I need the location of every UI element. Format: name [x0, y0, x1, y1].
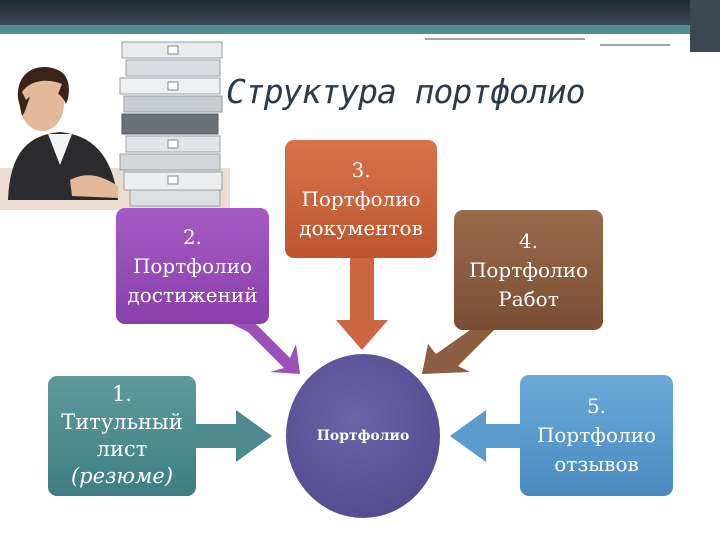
box-number: 4. — [518, 228, 539, 253]
decorative-line — [600, 44, 670, 46]
woman-figure — [8, 67, 118, 200]
box-number: 5. — [586, 394, 607, 418]
box-label: лист — [96, 437, 148, 461]
page-title: Структура портфолио — [226, 72, 585, 111]
box-label: Портфолио — [132, 253, 253, 278]
box-title-page: 1. Титульный лист (резюме) — [48, 376, 196, 496]
box-reviews: 5. Портфолио отзывов — [520, 375, 673, 496]
box-label: достижений — [127, 282, 258, 307]
box-achievements: 2. Портфолио достижений — [116, 208, 269, 324]
box-works: 4. Портфолио Работ — [454, 210, 603, 330]
box-documents: 3. Портфолио документов — [285, 140, 437, 258]
arrow-box3-to-center — [336, 258, 388, 350]
box-label: (резюме) — [70, 464, 174, 489]
box-label: Портфолио — [536, 423, 657, 447]
folder-stack-icon — [119, 41, 223, 207]
box-number: 1. — [111, 382, 133, 407]
arrow-box2-to-center — [232, 324, 300, 374]
center-portfolio-circle: Портфолио — [286, 354, 440, 518]
decorative-line — [425, 38, 585, 40]
header-accent-stripe — [0, 25, 700, 34]
box-label: документов — [299, 215, 423, 240]
box-number: 3. — [351, 157, 371, 182]
box-label: Портфолио — [301, 186, 421, 211]
box-label: отзывов — [554, 452, 639, 476]
tired-woman-with-folders-photo — [0, 41, 230, 210]
box-label: Портфолио — [468, 257, 589, 282]
arrow-box1-to-center — [196, 410, 272, 462]
box-number: 2. — [182, 224, 203, 249]
arrow-box4-to-center — [422, 330, 494, 374]
box-label: Титульный — [61, 409, 183, 434]
header-corner-block — [690, 0, 720, 52]
arrow-box5-to-center — [450, 410, 520, 462]
box-label: Работ — [498, 286, 559, 311]
center-label: Портфолио — [316, 428, 410, 444]
